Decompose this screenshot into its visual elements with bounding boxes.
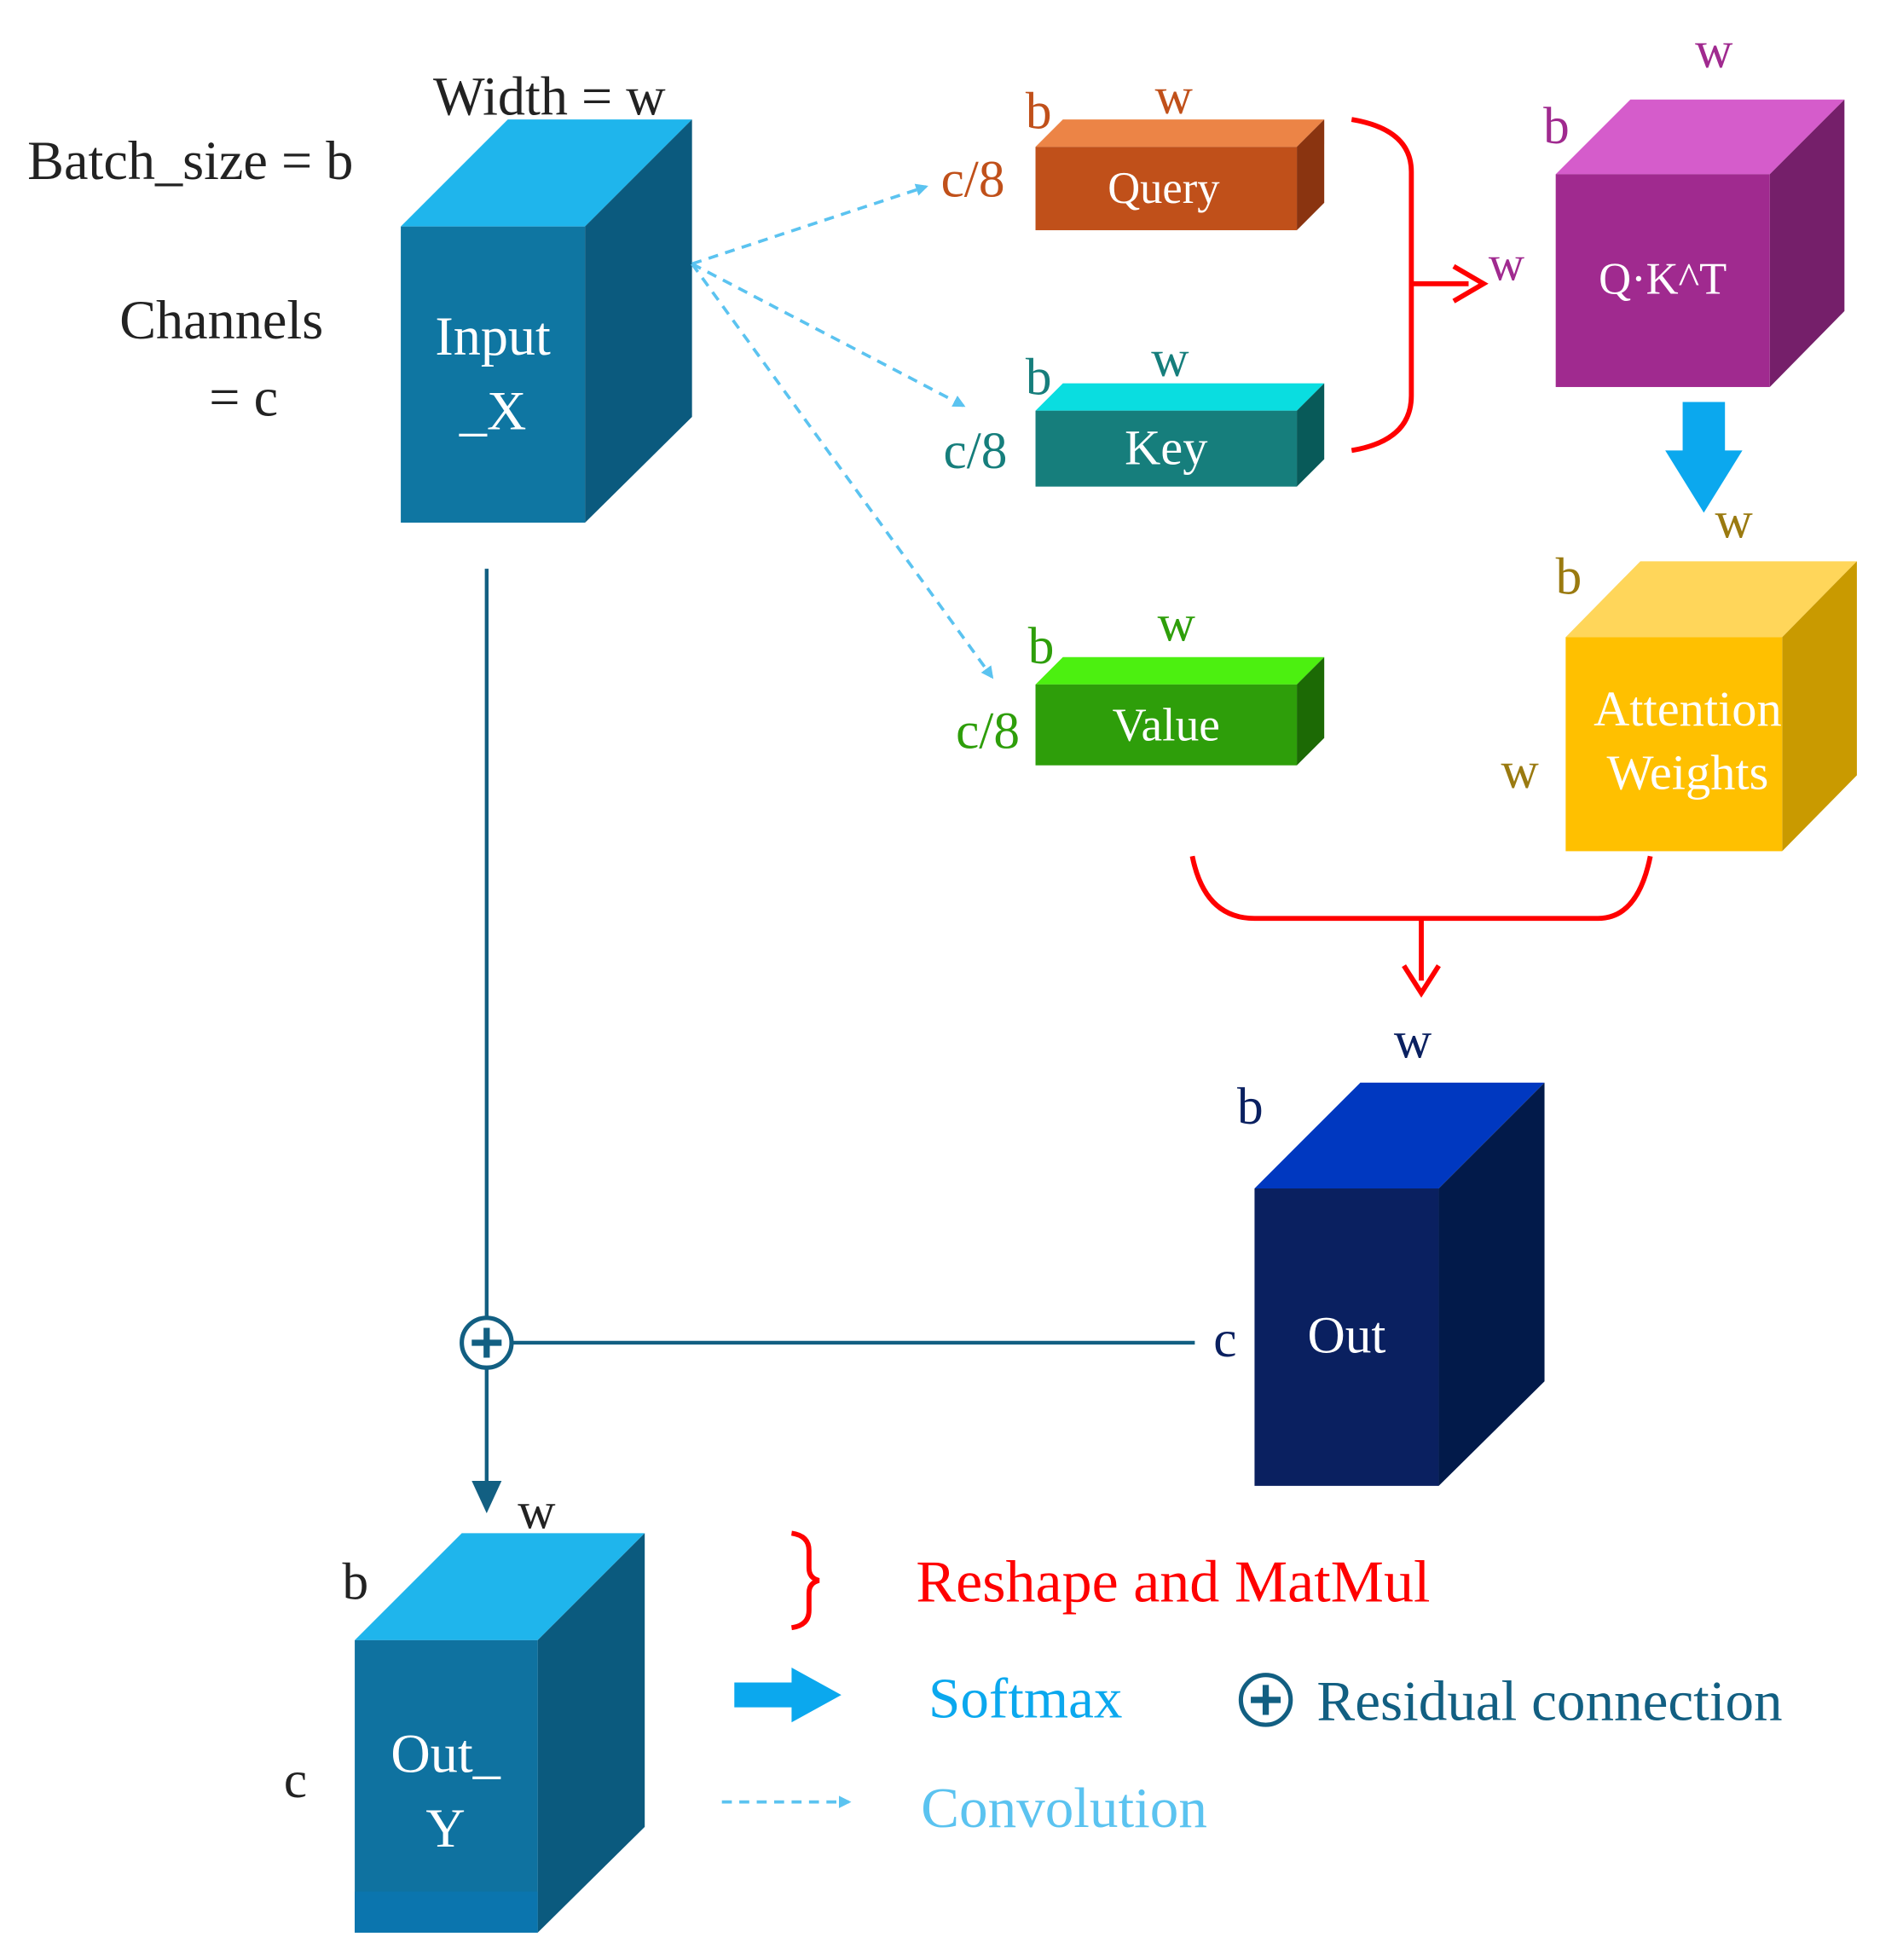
qkt-b-label: b [1543, 97, 1570, 155]
attention-label-line2: Weights [1606, 744, 1768, 800]
attention-w-top-label: w [1715, 492, 1753, 550]
softmax-arrow [1665, 402, 1743, 513]
conv-arrow-value [691, 263, 994, 679]
out-y-label-line1: Out_ [390, 1724, 500, 1784]
out-w-label: w [1394, 1012, 1432, 1070]
width-label: Width = w [433, 66, 666, 126]
residual-arrowhead [471, 1481, 502, 1513]
qkt-w-top-label: w [1695, 21, 1732, 79]
legend-residual-label: Residual connection [1316, 1668, 1782, 1732]
out-y-b-label: b [342, 1553, 368, 1611]
value-block: Value [1035, 656, 1325, 766]
matmul-brace-qk [1351, 117, 1489, 454]
attention-label-line1: Attention [1594, 681, 1782, 737]
residual-connection [484, 569, 1195, 1485]
query-b-label: b [1026, 82, 1052, 140]
qkt-label: Q·K^T [1599, 254, 1727, 304]
residual-plus-icon [460, 1315, 514, 1370]
channels-label: Channels [119, 290, 323, 350]
out-y-cube: Out_ Y [355, 1533, 645, 1933]
input-x-title-line2: _X [459, 381, 527, 442]
query-label: Query [1108, 164, 1220, 213]
key-w-label: w [1151, 330, 1189, 388]
qkt-cube: Q·K^T [1555, 99, 1845, 387]
query-block: Query [1035, 119, 1325, 231]
legend: Reshape and MatMul Softmax Residual conn… [721, 1530, 1783, 1840]
query-c-label: c/8 [941, 151, 1005, 209]
value-b-label: b [1028, 617, 1055, 675]
conv-arrow-key [691, 262, 966, 408]
key-block: Key [1035, 383, 1325, 487]
key-label: Key [1125, 419, 1207, 475]
legend-matmul-brace-icon [790, 1530, 820, 1631]
attention-b-label: b [1556, 547, 1582, 605]
out-y-w-label: w [518, 1482, 555, 1540]
legend-residual-plus-icon [1238, 1673, 1293, 1727]
matmul-brace-value-attention [1189, 855, 1653, 998]
conv-arrow-query [691, 183, 928, 266]
out-c-label: c [1213, 1310, 1236, 1368]
input-x-title-line1: Input [435, 306, 551, 367]
out-y-label-line2: Y [425, 1798, 465, 1859]
input-x-cube: Input _X [401, 119, 692, 523]
attention-w-side-label: w [1501, 742, 1538, 800]
legend-softmax-label: Softmax [928, 1666, 1122, 1730]
batch-size-label: Batch_size = b [27, 130, 353, 191]
key-b-label: b [1026, 349, 1052, 407]
legend-matmul-label: Reshape and MatMul [916, 1550, 1430, 1616]
convolution-arrows [691, 183, 994, 679]
out-y-c-label: c [284, 1751, 307, 1809]
value-w-label: w [1158, 595, 1195, 653]
legend-softmax-arrow-icon [734, 1667, 842, 1723]
legend-convolution-label: Convolution [921, 1776, 1207, 1840]
channels-equals-label: = c [209, 367, 278, 428]
value-c-label: c/8 [956, 702, 1020, 760]
qkt-w-side-label: w [1489, 235, 1524, 291]
attention-weights-cube: Attention Weights [1565, 561, 1857, 852]
out-cube: Out [1254, 1082, 1545, 1486]
value-label: Value [1113, 699, 1220, 751]
out-b-label: b [1237, 1078, 1264, 1136]
key-c-label: c/8 [944, 422, 1008, 480]
query-w-label: w [1155, 67, 1193, 125]
out-label: Out [1307, 1307, 1385, 1365]
